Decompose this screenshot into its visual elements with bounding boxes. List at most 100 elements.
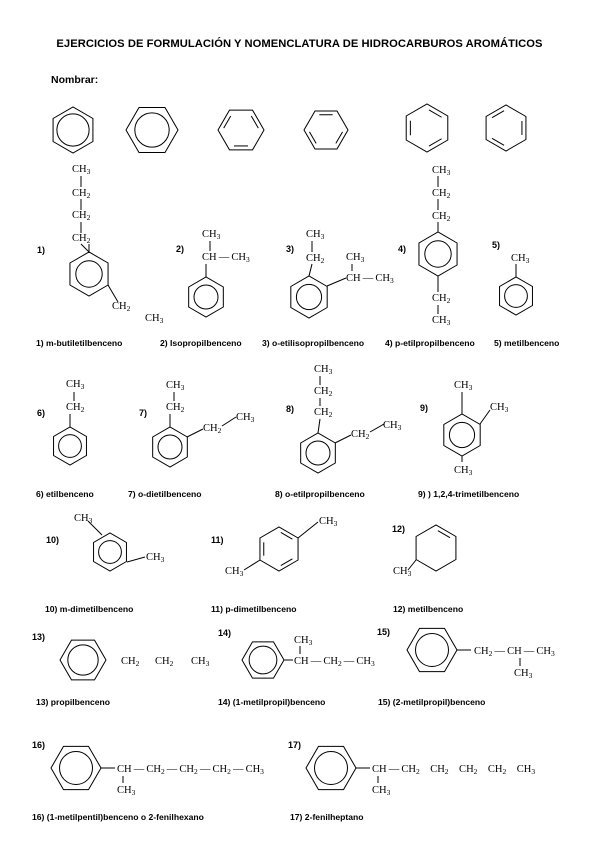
aromatic-circle bbox=[56, 113, 90, 147]
chem-label: CH2​ bbox=[121, 656, 140, 668]
chem-label: CH2​ bbox=[155, 656, 174, 668]
bond bbox=[334, 434, 352, 444]
aromatic-circle bbox=[75, 260, 103, 288]
bond bbox=[87, 520, 103, 536]
double-bond bbox=[428, 138, 442, 147]
exercise-number: 17) bbox=[288, 740, 302, 750]
benzene-ring bbox=[443, 413, 481, 457]
chem-label: CH3​ bbox=[306, 229, 325, 241]
benzene-ring bbox=[405, 103, 449, 153]
chem-label: CH2​ bbox=[72, 188, 91, 200]
bond bbox=[126, 556, 146, 563]
exercise-answer: 10) m-dimetilbenceno bbox=[45, 604, 134, 614]
exercise-answer: 4) p-etilpropilbenceno bbox=[385, 338, 475, 348]
double-bond bbox=[280, 532, 293, 540]
aromatic-circle bbox=[295, 283, 323, 311]
bond bbox=[107, 284, 119, 303]
benzene-ring bbox=[125, 106, 179, 154]
double-bond bbox=[491, 137, 505, 146]
bond bbox=[317, 418, 321, 434]
chem-label: CH3​ bbox=[490, 402, 509, 414]
benzene-ring bbox=[300, 432, 336, 474]
double-bond bbox=[437, 530, 451, 539]
chem-label: CH2​ bbox=[166, 402, 185, 414]
chem-label: CH3​ bbox=[319, 516, 338, 528]
chem-label: CH3​ bbox=[225, 566, 244, 578]
chem-label: CH3​ bbox=[146, 552, 165, 564]
benzene-ring bbox=[485, 104, 527, 152]
benzene-ring bbox=[69, 251, 109, 297]
exercise-answer: 14) (1-metilpropil)benceno bbox=[218, 697, 326, 707]
chem-label: CH3​ bbox=[383, 420, 402, 432]
exercise-answer: 3) o-etilisopropilbenceno bbox=[262, 338, 365, 348]
bond bbox=[186, 428, 204, 438]
aromatic-circle bbox=[448, 421, 476, 449]
chem-label: CH3​ bbox=[372, 785, 391, 797]
benzene-ring bbox=[52, 106, 94, 154]
bond bbox=[407, 559, 417, 571]
exercise-number: 16) bbox=[32, 740, 46, 750]
instruction-label: Nombrar: bbox=[51, 74, 99, 86]
exercise-answer: 6) etilbenceno bbox=[36, 489, 94, 499]
chem-label: CH — CH2​ CH2​ CH2​ CH2​ CH3​ bbox=[372, 764, 535, 776]
double-bond bbox=[280, 558, 293, 566]
chem-label: CH3​ bbox=[346, 252, 365, 264]
benzene-structures-row bbox=[52, 103, 527, 154]
double-bond bbox=[223, 115, 232, 129]
aromatic-circle bbox=[157, 434, 183, 460]
aromatic-circle bbox=[193, 284, 219, 310]
benzene-ring bbox=[93, 532, 127, 572]
benzene-ring bbox=[406, 627, 458, 673]
chem-label: CH3​ bbox=[393, 566, 412, 578]
exercise-answer: 16) (1-metilpentil)benceno o 2-fenilhexa… bbox=[32, 812, 204, 822]
chem-label: CH3​ bbox=[294, 635, 313, 647]
aromatic-circle bbox=[248, 645, 278, 675]
bond bbox=[297, 521, 319, 539]
chem-label: CH2​ bbox=[306, 253, 325, 265]
aromatic-circle bbox=[59, 751, 93, 785]
chem-label: CH3​ bbox=[454, 465, 473, 477]
bond bbox=[243, 559, 261, 571]
chem-label: CH2​ bbox=[314, 386, 333, 398]
aromatic-circle bbox=[58, 434, 82, 458]
exercise-number: 7) bbox=[139, 408, 148, 418]
chem-label: CH3​ bbox=[145, 313, 164, 325]
chem-label: CH3​ bbox=[202, 229, 221, 241]
aromatic-circle bbox=[415, 633, 449, 667]
exercise-number: 3) bbox=[286, 244, 295, 254]
chem-label: CH3​ bbox=[511, 253, 530, 265]
double-bond bbox=[335, 131, 343, 144]
aromatic-circle bbox=[134, 112, 170, 148]
aromatic-circle bbox=[305, 440, 331, 466]
exercise-answer: 1) m-butiletilbenceno bbox=[36, 338, 123, 348]
bond bbox=[326, 277, 347, 287]
chem-label: CH2​ bbox=[432, 211, 451, 223]
chem-label: CH3​ bbox=[74, 513, 93, 525]
bond bbox=[80, 243, 90, 253]
chem-label: CH2​ bbox=[351, 429, 370, 441]
exercise-answer: 5) metilbenceno bbox=[494, 338, 560, 348]
bond bbox=[221, 416, 237, 427]
chem-label: CH2​ bbox=[72, 210, 91, 222]
double-bond bbox=[309, 131, 317, 144]
chem-label: CH — CH2​ — CH3​ bbox=[294, 656, 375, 668]
chem-label: CH2​ bbox=[432, 293, 451, 305]
exercise-number: 2) bbox=[176, 244, 185, 254]
bond bbox=[369, 423, 385, 433]
exercise-answer: 17) 2-fenilheptano bbox=[290, 812, 364, 822]
chem-label: CH3​ bbox=[166, 380, 185, 392]
exercise-number: 13) bbox=[32, 632, 46, 642]
exercise-number: 4) bbox=[398, 244, 407, 254]
double-bond bbox=[428, 109, 442, 118]
chem-label: CH3​ bbox=[66, 379, 85, 391]
chem-label: CH2​ bbox=[112, 301, 131, 313]
double-bond bbox=[491, 110, 505, 119]
exercise-answer: 2) Isopropilbenceno bbox=[160, 338, 242, 348]
benzene-ring bbox=[59, 639, 107, 681]
worksheet-title: EJERCICIOS DE FORMULACIÓN Y NOMENCLATURA… bbox=[56, 38, 543, 50]
exercise-number: 9) bbox=[420, 403, 429, 413]
bond bbox=[308, 263, 313, 277]
exercise-number: 10) bbox=[46, 535, 60, 545]
chem-label: CH2​ bbox=[66, 402, 85, 414]
